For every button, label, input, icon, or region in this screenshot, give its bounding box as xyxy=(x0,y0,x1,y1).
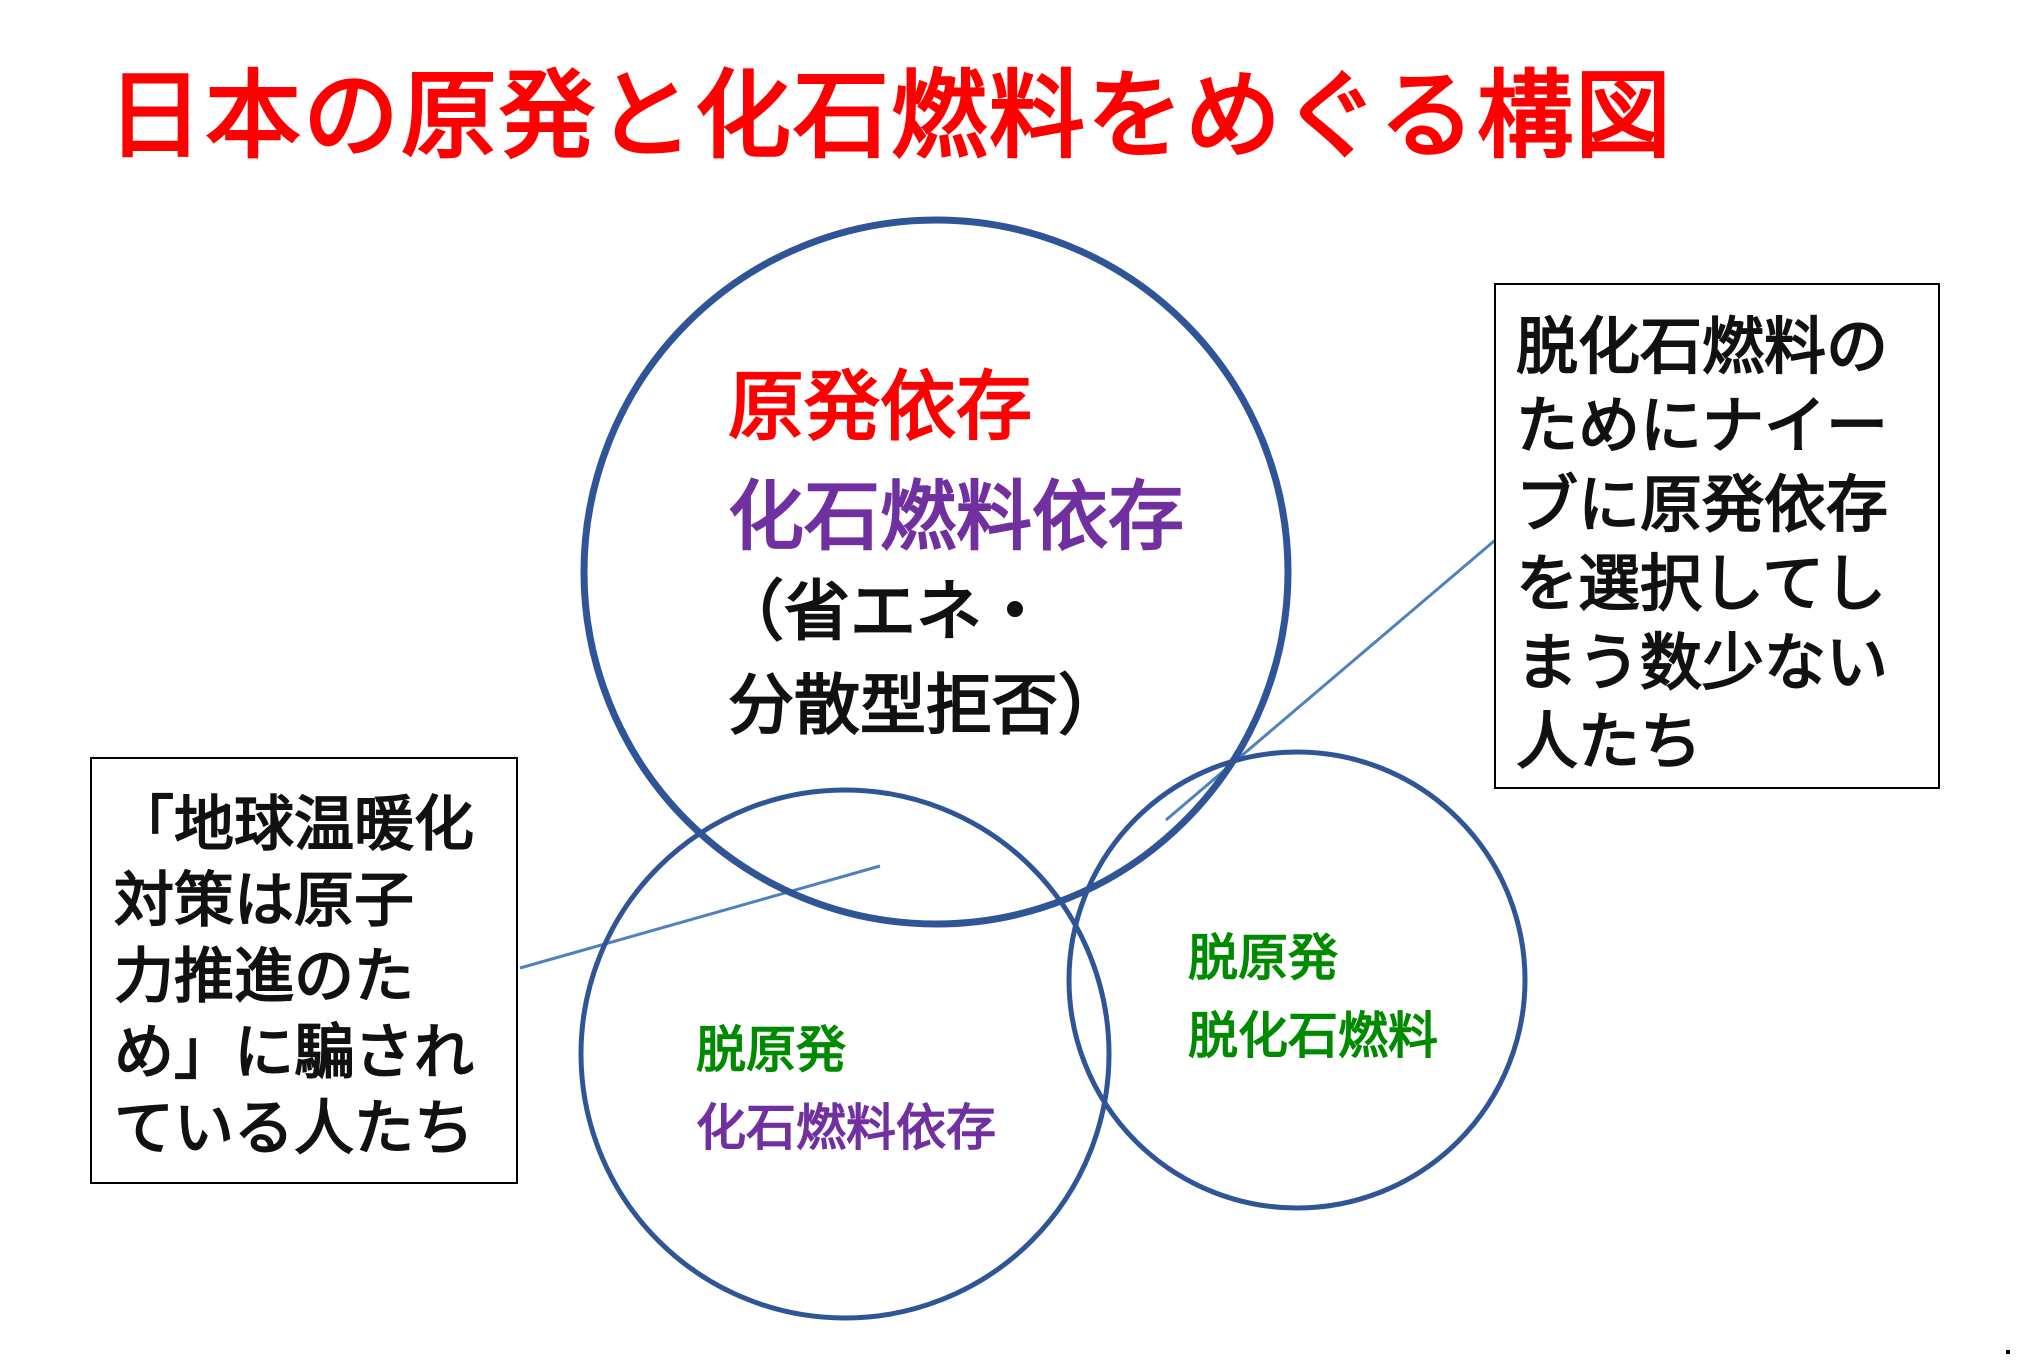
label-fossil-dependence: 化石燃料依存 xyxy=(728,472,1184,561)
callout-right-line: 脱化石燃料の xyxy=(1516,310,1889,383)
label-right-denuclear: 脱原発 xyxy=(1188,929,1338,987)
connector-right xyxy=(1165,534,1501,822)
callout-box-right: 脱化石燃料の ためにナイー ブに原発依存 を選択してし まう数少ない 人たち xyxy=(1494,283,1940,789)
circle-nuclear-fossil xyxy=(580,216,1292,928)
callout-right-line: ブに原発依存 xyxy=(1516,468,1889,541)
callout-left-line: 力推進のた xyxy=(114,942,414,1012)
label-right-defossil: 脱化石燃料 xyxy=(1188,1007,1438,1065)
connector-left xyxy=(519,864,881,970)
label-nuclear-dependence: 原発依存 xyxy=(728,362,1032,451)
callout-right-line: ためにナイー xyxy=(1516,389,1889,462)
callout-left-line: 対策は原子 xyxy=(114,866,414,936)
callout-left-line: 「地球温暖化 xyxy=(114,790,474,860)
callout-left-line: め」に騙され xyxy=(114,1018,474,1088)
circle-denuclear-defossil xyxy=(1066,749,1528,1211)
circle-denuclear-fossil xyxy=(578,787,1112,1321)
callout-right-line: 人たち xyxy=(1516,705,1703,778)
label-energy-saving-refusal-1: （省エネ・ xyxy=(718,573,1048,650)
page-title: 日本の原発と化石燃料をめぐる構図 xyxy=(106,60,1674,172)
label-bottom-fossil-dependence: 化石燃料依存 xyxy=(696,1099,996,1157)
callout-left-line: ている人たち xyxy=(114,1094,474,1164)
label-energy-saving-refusal-2: 分散型拒否） xyxy=(728,667,1124,744)
callout-right-line: まう数少ない xyxy=(1516,626,1889,699)
callout-box-left: 「地球温暖化 対策は原子 力推進のた め」に騙され ている人たち xyxy=(90,757,518,1184)
label-bottom-denuclear: 脱原発 xyxy=(696,1021,846,1079)
callout-right-line: を選択してし xyxy=(1516,547,1887,620)
corner-dot xyxy=(2006,1350,2010,1354)
